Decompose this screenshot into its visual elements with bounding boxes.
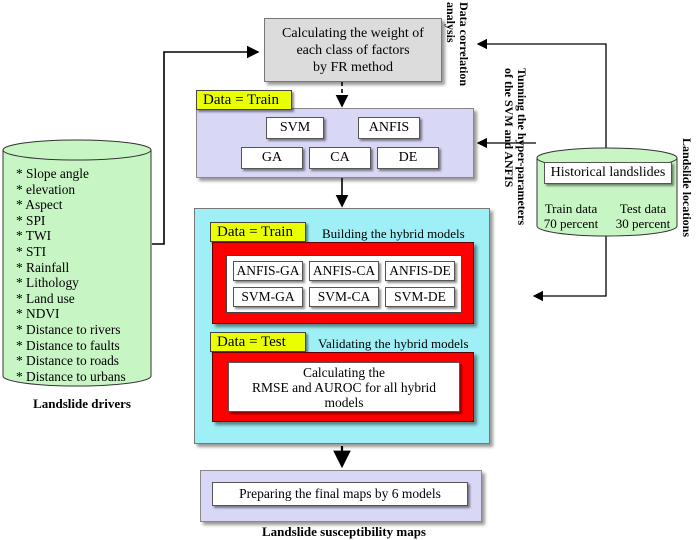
final-maps-box: Preparing the final maps by 6 models — [212, 482, 468, 506]
train-data-line-1: Train data — [544, 201, 598, 216]
fr-line-1: Calculating the weight of — [282, 25, 424, 41]
optimizer-de: DE — [377, 147, 439, 169]
hybrid-test-tag: Data = Test — [210, 332, 306, 352]
drivers-list: * Slope angle * elevation * Aspect * SPI… — [16, 166, 154, 384]
arrow-landslides-to-correlation — [476, 38, 607, 150]
arrow-drivers-to-fr — [152, 45, 260, 245]
validate-line-3: models — [324, 394, 364, 410]
driver-item: * Rainfall — [16, 259, 70, 275]
driver-item: * Distance to faults — [16, 337, 120, 353]
driver-item: * elevation — [16, 181, 76, 197]
test-data-line-1: Test data — [619, 201, 667, 216]
hybrid-anfis-de: ANFIS-DE — [385, 261, 455, 281]
train-panel-tag: Data = Train — [196, 90, 292, 110]
driver-item: * NDVI — [16, 306, 60, 322]
optimizer-ga: GA — [241, 147, 303, 169]
driver-item: * Distance to rivers — [16, 321, 121, 337]
validate-box: Calculating the RMSE and AUROC for all h… — [228, 362, 460, 412]
tuning-line-1: Tunning the hyper-parameters — [515, 68, 529, 226]
hybrid-svm-ga: SVM-GA — [233, 287, 303, 307]
driver-item: * SPI — [16, 212, 46, 228]
historical-landslides-title: Historical landslides — [544, 162, 672, 184]
build-title: Building the hybrid models — [322, 226, 465, 241]
validate-title: Validating the hybrid models — [318, 336, 469, 351]
driver-item: * Land use — [16, 290, 75, 306]
fr-line-3: by FR method — [312, 59, 394, 75]
test-data-line-2: 30 percent — [615, 216, 671, 231]
train-data-label: Train data 70 percent — [540, 201, 602, 231]
validate-line-1: Calculating the — [302, 364, 386, 380]
test-data-label: Test data 30 percent — [608, 201, 678, 231]
tuning-line-2: of the SVM and ANFIS — [502, 68, 516, 188]
arrow-landslides-to-hybrid — [532, 236, 607, 302]
locations-text: Landslide locations — [680, 138, 694, 238]
correlation-label: Data correlation analysis — [444, 2, 471, 132]
validate-line-2: RMSE and AUROC for all hybrid — [251, 379, 437, 395]
hybrid-train-tag: Data = Train — [210, 222, 306, 242]
final-caption: Landslide susceptibility maps — [262, 524, 426, 539]
hybrid-anfis-ga: ANFIS-GA — [233, 261, 303, 281]
drivers-caption: Landslide drivers — [33, 396, 131, 411]
driver-item: * STI — [16, 243, 47, 259]
hybrid-anfis-ca: ANFIS-CA — [309, 261, 379, 281]
driver-item: * Slope angle — [16, 166, 89, 181]
driver-item: * TWI — [16, 228, 52, 244]
locations-label: Landslide locations — [680, 138, 694, 288]
fr-line-2: each class of factors — [296, 42, 410, 58]
optimizer-ca: CA — [309, 147, 371, 169]
train-data-line-2: 70 percent — [543, 216, 599, 231]
tuning-label: Tunning the hyper-parameters of the SVM … — [502, 68, 529, 258]
hybrid-svm-de: SVM-DE — [385, 287, 455, 307]
driver-item: * Aspect — [16, 197, 63, 213]
driver-item: * Lithology — [16, 275, 79, 291]
model-anfis: ANFIS — [358, 117, 420, 139]
hybrid-svm-ca: SVM-CA — [309, 287, 379, 307]
correlation-line-2: analysis — [444, 2, 458, 43]
model-svm: SVM — [266, 117, 324, 139]
driver-item: * Distance to urbans — [16, 368, 126, 384]
fr-weight-box: Calculating the weight of each class of … — [264, 18, 442, 82]
driver-item: * Distance to roads — [16, 353, 120, 369]
correlation-line-1: Data correlation — [457, 2, 471, 87]
drivers-cylinder — [2, 139, 152, 387]
